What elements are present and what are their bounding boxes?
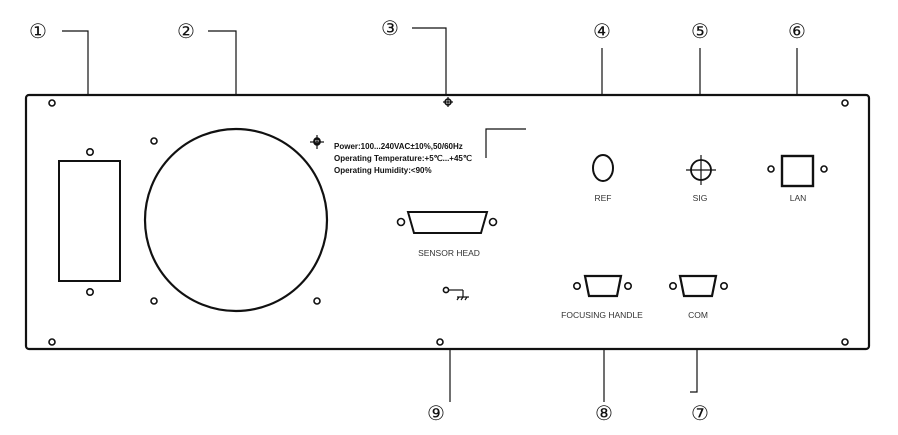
callout-2: ②	[177, 19, 195, 43]
power-inlet	[58, 148, 121, 296]
sig-connector	[686, 155, 716, 185]
corner-bracket-mark	[485, 128, 526, 158]
callout-5: ⑤	[691, 19, 709, 43]
callout-6: ⑥	[788, 19, 806, 43]
lan-label: LAN	[790, 193, 807, 203]
callout-4: ④	[593, 19, 611, 43]
callout-7: ⑦	[691, 401, 709, 425]
spec-temperature: Operating Temperature:+5℃...+45℃	[334, 154, 472, 163]
focusing-handle-label: FOCUSING HANDLE	[561, 310, 643, 320]
focusing-handle-connector	[572, 274, 632, 298]
spec-marker-icon	[310, 135, 324, 149]
ground-terminal-icon	[442, 286, 469, 301]
sensor-head-label: SENSOR HEAD	[418, 248, 480, 258]
spec-power: Power:100...240VAC±10%,50/60Hz	[334, 142, 463, 151]
sig-label: SIG	[693, 193, 708, 203]
crosshair-screw-icon	[443, 97, 453, 107]
panel-screw-icons	[48, 99, 849, 346]
callout-3: ③	[381, 16, 399, 40]
callout-1: ①	[29, 19, 47, 43]
sensor-head-connector	[396, 211, 498, 234]
callout-8: ⑧	[595, 401, 613, 425]
lan-port	[767, 154, 828, 188]
callout-9: ⑨	[427, 401, 445, 425]
spec-humidity: Operating Humidity:<90%	[334, 166, 432, 175]
ref-label: REF	[595, 193, 612, 203]
com-label: COM	[688, 310, 708, 320]
com-connector	[668, 274, 728, 298]
cooling-fan	[143, 127, 329, 313]
ref-connector	[592, 154, 614, 182]
